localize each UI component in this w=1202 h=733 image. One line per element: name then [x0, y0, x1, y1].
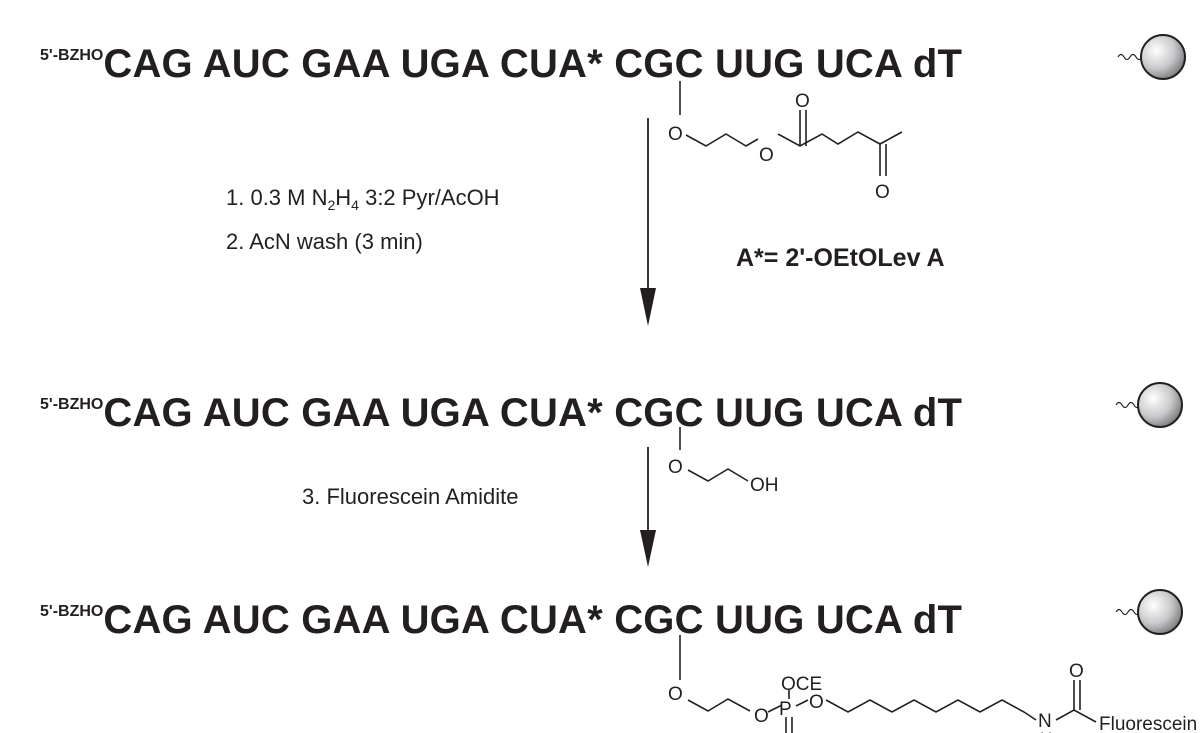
- five-prime-label: 5'-BZHO: [40, 47, 104, 64]
- hydroxyethyl-structure: [679, 427, 749, 482]
- step-1-suffix: 3:2 Pyr/AcOH: [358, 185, 500, 210]
- atom-o-ester: O: [759, 145, 774, 166]
- five-prime-label: 5'-BZHO: [40, 603, 104, 620]
- step-1-sub-n: 2: [327, 197, 336, 213]
- modified-nucleotide-legend: A*= 2'-OEtOLev A: [736, 244, 945, 272]
- step-3-condition: 3. Fluorescein Amidite: [302, 484, 519, 509]
- atom-o-ether: O: [668, 457, 683, 478]
- sequence-text: CAG AUC GAA UGA CUA* CGC UUG UCA dT: [103, 391, 963, 435]
- fluorescein-phosphoramidate-structure: [679, 635, 1097, 733]
- step-1-condition: 1. 0.3 M N2H4 3:2 Pyr/AcOH: [226, 185, 500, 218]
- atom-o-phosphate-linker: O: [809, 692, 824, 713]
- atom-p: P: [779, 699, 792, 720]
- oligo-sequence-deprotected: 5'-BZHOCAG AUC GAA UGA CUA* CGC UUG UCA …: [40, 383, 962, 435]
- step-2-condition: 2. AcN wash (3 min): [226, 229, 423, 254]
- atom-o-carbonyl: O: [795, 91, 810, 112]
- five-prime-label: 5'-BZHO: [40, 396, 104, 413]
- sequence-text: CAG AUC GAA UGA CUA* CGC UUG UCA dT: [103, 42, 963, 86]
- oligo-sequence-labeled: 5'-BZHOCAG AUC GAA UGA CUA* CGC UUG UCA …: [40, 590, 962, 642]
- atom-oh: OH: [750, 475, 779, 496]
- atom-o-ether: O: [668, 684, 683, 705]
- reaction-arrow-2: [640, 447, 656, 567]
- atom-o-phosphate-ester: O: [754, 706, 769, 727]
- reaction-arrow-1: [640, 118, 656, 326]
- atom-h: H: [1040, 729, 1052, 733]
- fluorescein-label: Fluorescein: [1099, 714, 1197, 733]
- step-1-text: 1. 0.3 M N: [226, 185, 328, 210]
- levulinyl-ester-structure: [679, 81, 903, 176]
- atom-oce: OCE: [781, 674, 822, 695]
- solid-support-bead-1: [1117, 34, 1186, 80]
- step-1-text-h: H: [335, 185, 352, 210]
- atom-o-ether: O: [668, 124, 683, 145]
- step-1-sub-h: 4: [351, 197, 359, 213]
- atom-o-amide: O: [1069, 661, 1084, 682]
- atom-n: N: [1038, 711, 1052, 732]
- atom-o-ketone: O: [875, 182, 890, 203]
- oligo-sequence-start: 5'-BZHOCAG AUC GAA UGA CUA* CGC UUG UCA …: [40, 34, 962, 86]
- solid-support-bead-3: [1115, 589, 1183, 635]
- solid-support-bead-2: [1115, 382, 1183, 428]
- sequence-text: CAG AUC GAA UGA CUA* CGC UUG UCA dT: [103, 598, 963, 642]
